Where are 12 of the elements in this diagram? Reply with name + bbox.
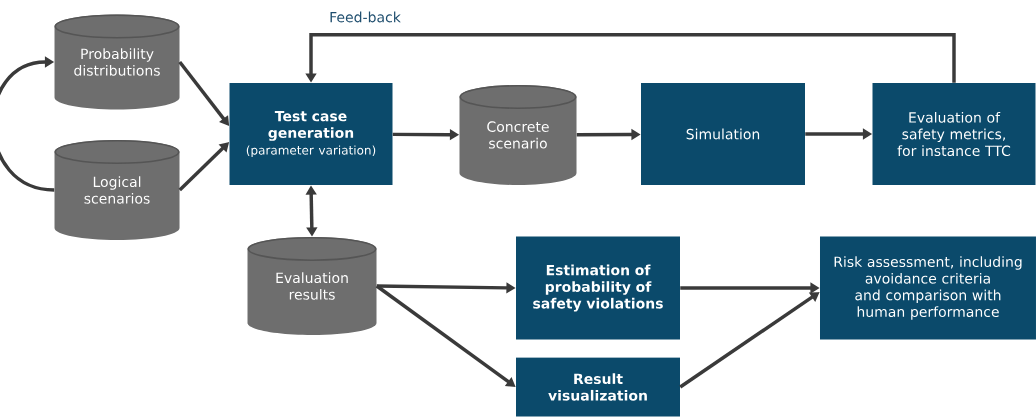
arrow: [0, 56, 55, 192]
process-box: Estimation of probability of safety violations: [516, 236, 680, 340]
process-box: Risk assessment, including avoidance criteria and comparison with human performance: [820, 236, 1036, 340]
database-cylinder: Evaluation results: [247, 237, 377, 335]
database-cylinder: Probability distributions: [54, 14, 180, 110]
process-box: Test case generation (parameter variation): [229, 83, 393, 185]
edge-label: Feed-back: [327, 10, 403, 24]
process-box: Result visualization: [516, 357, 680, 417]
database-cylinder: Logical scenarios: [54, 140, 180, 240]
process-box: Evaluation of safety metrics, for instance TTC: [872, 83, 1036, 185]
database-cylinder: Concrete scenario: [459, 85, 577, 185]
process-box: Simulation: [641, 83, 805, 185]
